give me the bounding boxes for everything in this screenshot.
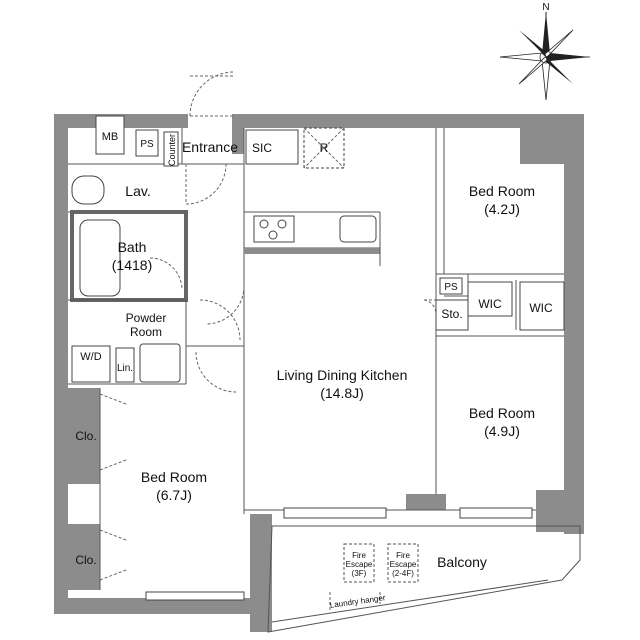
washer-dryer-label: W/D (80, 351, 101, 363)
bedroom-main-name: Bed Room (141, 469, 207, 485)
meter-box (95, 115, 125, 155)
fixtures (71, 115, 565, 383)
toilet-icon (71, 175, 105, 205)
bath-name: Bath (118, 239, 147, 255)
compass-rose-icon (499, 12, 590, 101)
wic-right-label: WIC (529, 301, 553, 315)
bathtub-icon (79, 219, 121, 297)
ps-mid-label: PS (444, 282, 458, 293)
bedroom-e-name: Bed Room (469, 405, 535, 421)
entrance-label: Entrance (182, 139, 238, 155)
closet-upper-label: Clo. (75, 429, 96, 443)
fire-escape-2-line3: (2-4F) (392, 569, 414, 578)
counter-label: Counter (167, 134, 177, 166)
fire-escape-1-line3: (3F) (352, 569, 367, 578)
lav-label: Lav. (125, 183, 150, 199)
fire-escape-icon (343, 543, 419, 583)
fire-escape-2-line2: Escape (390, 560, 417, 569)
powder-room-label-2: Room (130, 325, 162, 339)
bedroom-ne-name: Bed Room (469, 183, 535, 199)
powder-room-label-1: Powder (126, 311, 167, 325)
mb-label: MB (102, 131, 119, 143)
closet-lower-label: Clo. (75, 553, 96, 567)
ldk-name: Living Dining Kitchen (277, 367, 408, 383)
bedroom-ne-size: (4.2J) (484, 201, 520, 217)
door-swings (99, 71, 437, 581)
fire-escape-1-line1: Fire (352, 551, 366, 560)
compass-north-label: N (542, 2, 549, 13)
ps-label: PS (140, 139, 154, 150)
sic-label: SIC (252, 141, 272, 155)
fire-escape-2-line1: Fire (396, 551, 410, 560)
ldk-size: (14.8J) (320, 385, 364, 401)
bath-size: (1418) (112, 257, 152, 273)
balcony-label: Balcony (437, 554, 487, 570)
linen-label: Lin. (117, 363, 133, 374)
wic-left-label: WIC (478, 297, 502, 311)
laundry-hanger-label: Laundry hanger (329, 593, 386, 610)
bedroom-main-size: (6.7J) (156, 487, 192, 503)
sink-icon (139, 343, 181, 383)
windows (145, 507, 533, 601)
exterior-walls (54, 114, 584, 632)
balcony-outline (267, 525, 581, 633)
fire-escape-1-line2: Escape (346, 560, 373, 569)
refrigerator-label: R (320, 141, 329, 155)
storage-label: Sto. (441, 307, 462, 321)
bedroom-e-size: (4.9J) (484, 423, 520, 439)
